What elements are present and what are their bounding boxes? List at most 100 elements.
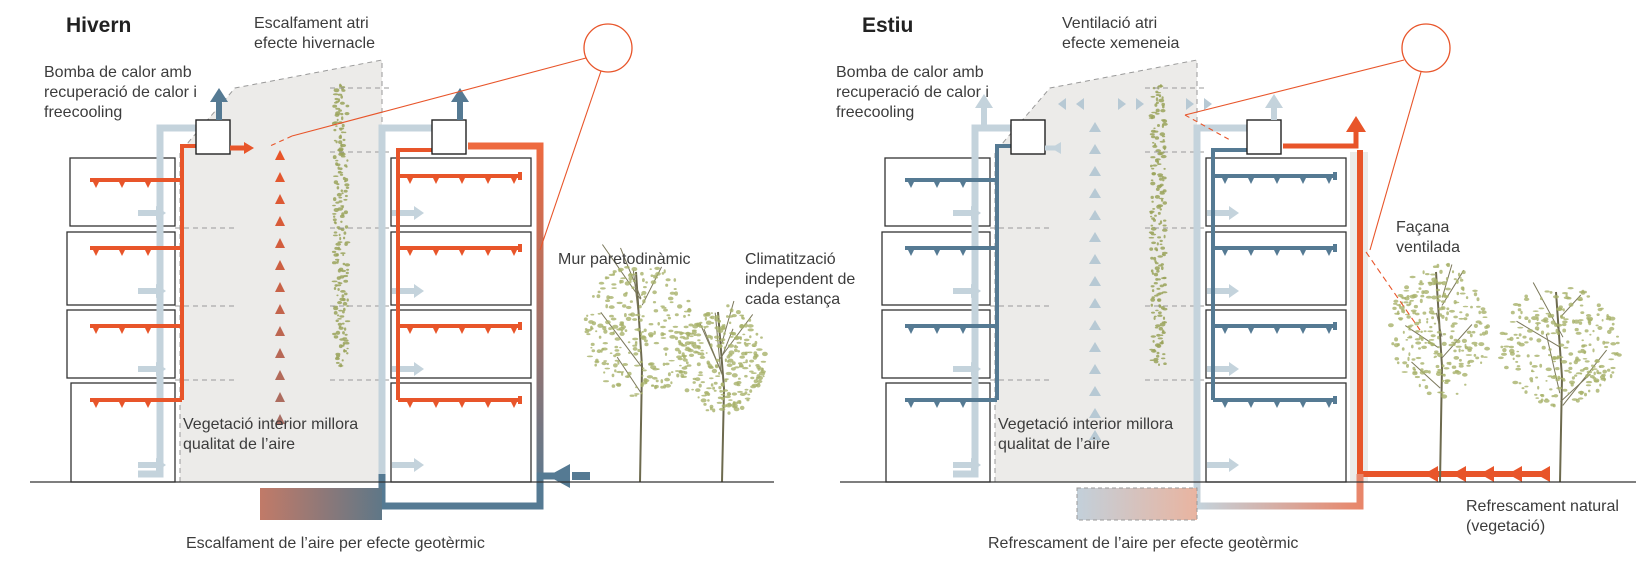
heat-emitter-mark	[93, 328, 99, 334]
cooling-emitter-mark	[1274, 402, 1280, 408]
winter-exhaust-arrow	[210, 88, 228, 102]
climate-control-label: Climatització independent de cada estanç…	[745, 251, 856, 308]
heat-emitter-mark	[511, 328, 517, 334]
air-exhaust-arrow	[1136, 98, 1144, 110]
warm-air-rising-arrow	[275, 304, 285, 314]
heat-emitter-mark	[485, 328, 491, 334]
heat-emitter-mark	[459, 328, 465, 334]
heat-emitter-mark	[511, 178, 517, 184]
summer-diagram	[840, 23, 1636, 521]
summer-geothermal-label: Refrescament de l’aire per efecte geotèr…	[988, 535, 1299, 552]
cooling-emitter-mark	[960, 402, 966, 408]
air-rising-arrow	[1089, 254, 1101, 264]
winter-heatpump-label: Bomba de calor amb recuperació de calor …	[44, 64, 197, 121]
warm-air-rising-arrow	[275, 392, 285, 402]
summer-natural-cooling-label: Refrescament natural (vegetació)	[1466, 498, 1619, 535]
winter-title: Hivern	[66, 14, 132, 37]
air-rising-arrow	[1089, 276, 1101, 286]
cooling-emitter-mark	[1248, 250, 1254, 256]
air-exhaust-arrow	[1204, 98, 1212, 110]
air-rising-arrow	[1089, 320, 1101, 330]
cooling-emitter-mark	[1274, 178, 1280, 184]
summer-geothermal-loop	[1193, 474, 1364, 510]
heat-emitter-mark	[145, 402, 151, 408]
air-exhaust-arrow	[1058, 98, 1066, 110]
heat-emitter-mark	[433, 328, 439, 334]
heat-emitter-mark	[511, 250, 517, 256]
cooling-emitter-mark	[934, 402, 940, 408]
air-rising-arrow	[1089, 386, 1101, 396]
warm-air-rising-arrow	[275, 216, 285, 226]
air-rising-arrow	[1089, 342, 1101, 352]
cooling-emitter-mark	[934, 328, 940, 334]
winter-vegetation-wall	[331, 83, 351, 368]
cooling-emitter-mark	[960, 328, 966, 334]
heat-emitter-mark	[119, 250, 125, 256]
cooling-emitter-mark	[1326, 402, 1332, 408]
heat-emitter-mark	[119, 328, 125, 334]
warm-air-rising-arrow	[275, 326, 285, 336]
air-exhaust-arrow	[1186, 98, 1194, 110]
warm-air-rising-arrow	[275, 150, 285, 160]
cooling-emitter-mark	[960, 182, 966, 188]
heat-emitter-mark	[485, 250, 491, 256]
winter-trees	[583, 244, 768, 483]
winter-heatpump-right	[431, 119, 467, 155]
cooling-emitter-mark	[1222, 402, 1228, 408]
air-rising-arrow	[1089, 122, 1101, 132]
summer-geothermal-box	[1076, 487, 1198, 521]
heat-emitter-mark	[485, 178, 491, 184]
cooling-emitter-mark	[908, 250, 914, 256]
cooling-emitter-mark	[1326, 328, 1332, 334]
air-rising-arrow	[1089, 166, 1101, 176]
cooling-emitter-mark	[1274, 250, 1280, 256]
winter-geothermal-label: Escalfament de l’aire per efecte geotèrm…	[186, 535, 485, 552]
air-rising-arrow	[1089, 232, 1101, 242]
warm-air-rising-arrow	[275, 370, 285, 380]
cooling-emitter-mark	[1222, 250, 1228, 256]
heat-emitter-mark	[93, 182, 99, 188]
summer-heatpump-left	[1010, 119, 1046, 155]
cooling-emitter-mark	[908, 328, 914, 334]
winter-atrium-label: Escalfament atri efecte hivernacle	[254, 15, 375, 52]
air-rising-arrow	[1089, 298, 1101, 308]
winter-wall-label: Mur paretodinàmic	[558, 251, 691, 268]
summer-title: Estiu	[862, 14, 914, 37]
winter-vegetation-label: Vegetació interior millora qualitat de l…	[183, 416, 359, 453]
winter-inlet-arrow	[548, 464, 570, 488]
summer-right-floors	[1205, 157, 1347, 483]
warm-air-rising-arrow	[275, 348, 285, 358]
warm-air-rising-arrow	[275, 260, 285, 270]
cooling-emitter-mark	[908, 182, 914, 188]
cooling-emitter-mark	[1300, 178, 1306, 184]
heat-emitter-mark	[459, 402, 465, 408]
heat-emitter-mark	[93, 402, 99, 408]
heat-emitter-mark	[433, 402, 439, 408]
cooling-emitter-mark	[1300, 402, 1306, 408]
summer-warm-exhaust-pipe	[1283, 128, 1359, 149]
air-rising-arrow	[1089, 408, 1101, 418]
summer-left-cooling-pipe	[905, 144, 1011, 402]
summer-vegetation-label: Vegetació interior millora qualitat de l…	[998, 416, 1174, 453]
cooling-emitter-mark	[1326, 250, 1332, 256]
cooling-emitter-mark	[1326, 178, 1332, 184]
cooling-emitter-mark	[960, 250, 966, 256]
air-exhaust-arrow	[1076, 98, 1084, 110]
winter-callout-circle	[583, 23, 633, 73]
winter-left-floors	[66, 157, 176, 483]
cooling-emitter-mark	[1248, 402, 1254, 408]
winter-geothermal-box	[260, 488, 382, 520]
summer-atrium-label: Ventilació atri efecte xemeneia	[1062, 15, 1180, 52]
heat-emitter-mark	[407, 402, 413, 408]
winter-wall-pipe	[468, 142, 544, 502]
summer-right-air-duct	[1193, 124, 1247, 474]
heat-emitter-mark	[145, 182, 151, 188]
winter-heatpump-left	[195, 119, 231, 155]
heat-emitter-mark	[119, 182, 125, 188]
cooling-emitter-mark	[1222, 328, 1228, 334]
cooling-emitter-mark	[908, 402, 914, 408]
heat-emitter-mark	[511, 402, 517, 408]
air-rising-arrow	[1089, 144, 1101, 154]
air-rising-arrow	[1089, 210, 1101, 220]
